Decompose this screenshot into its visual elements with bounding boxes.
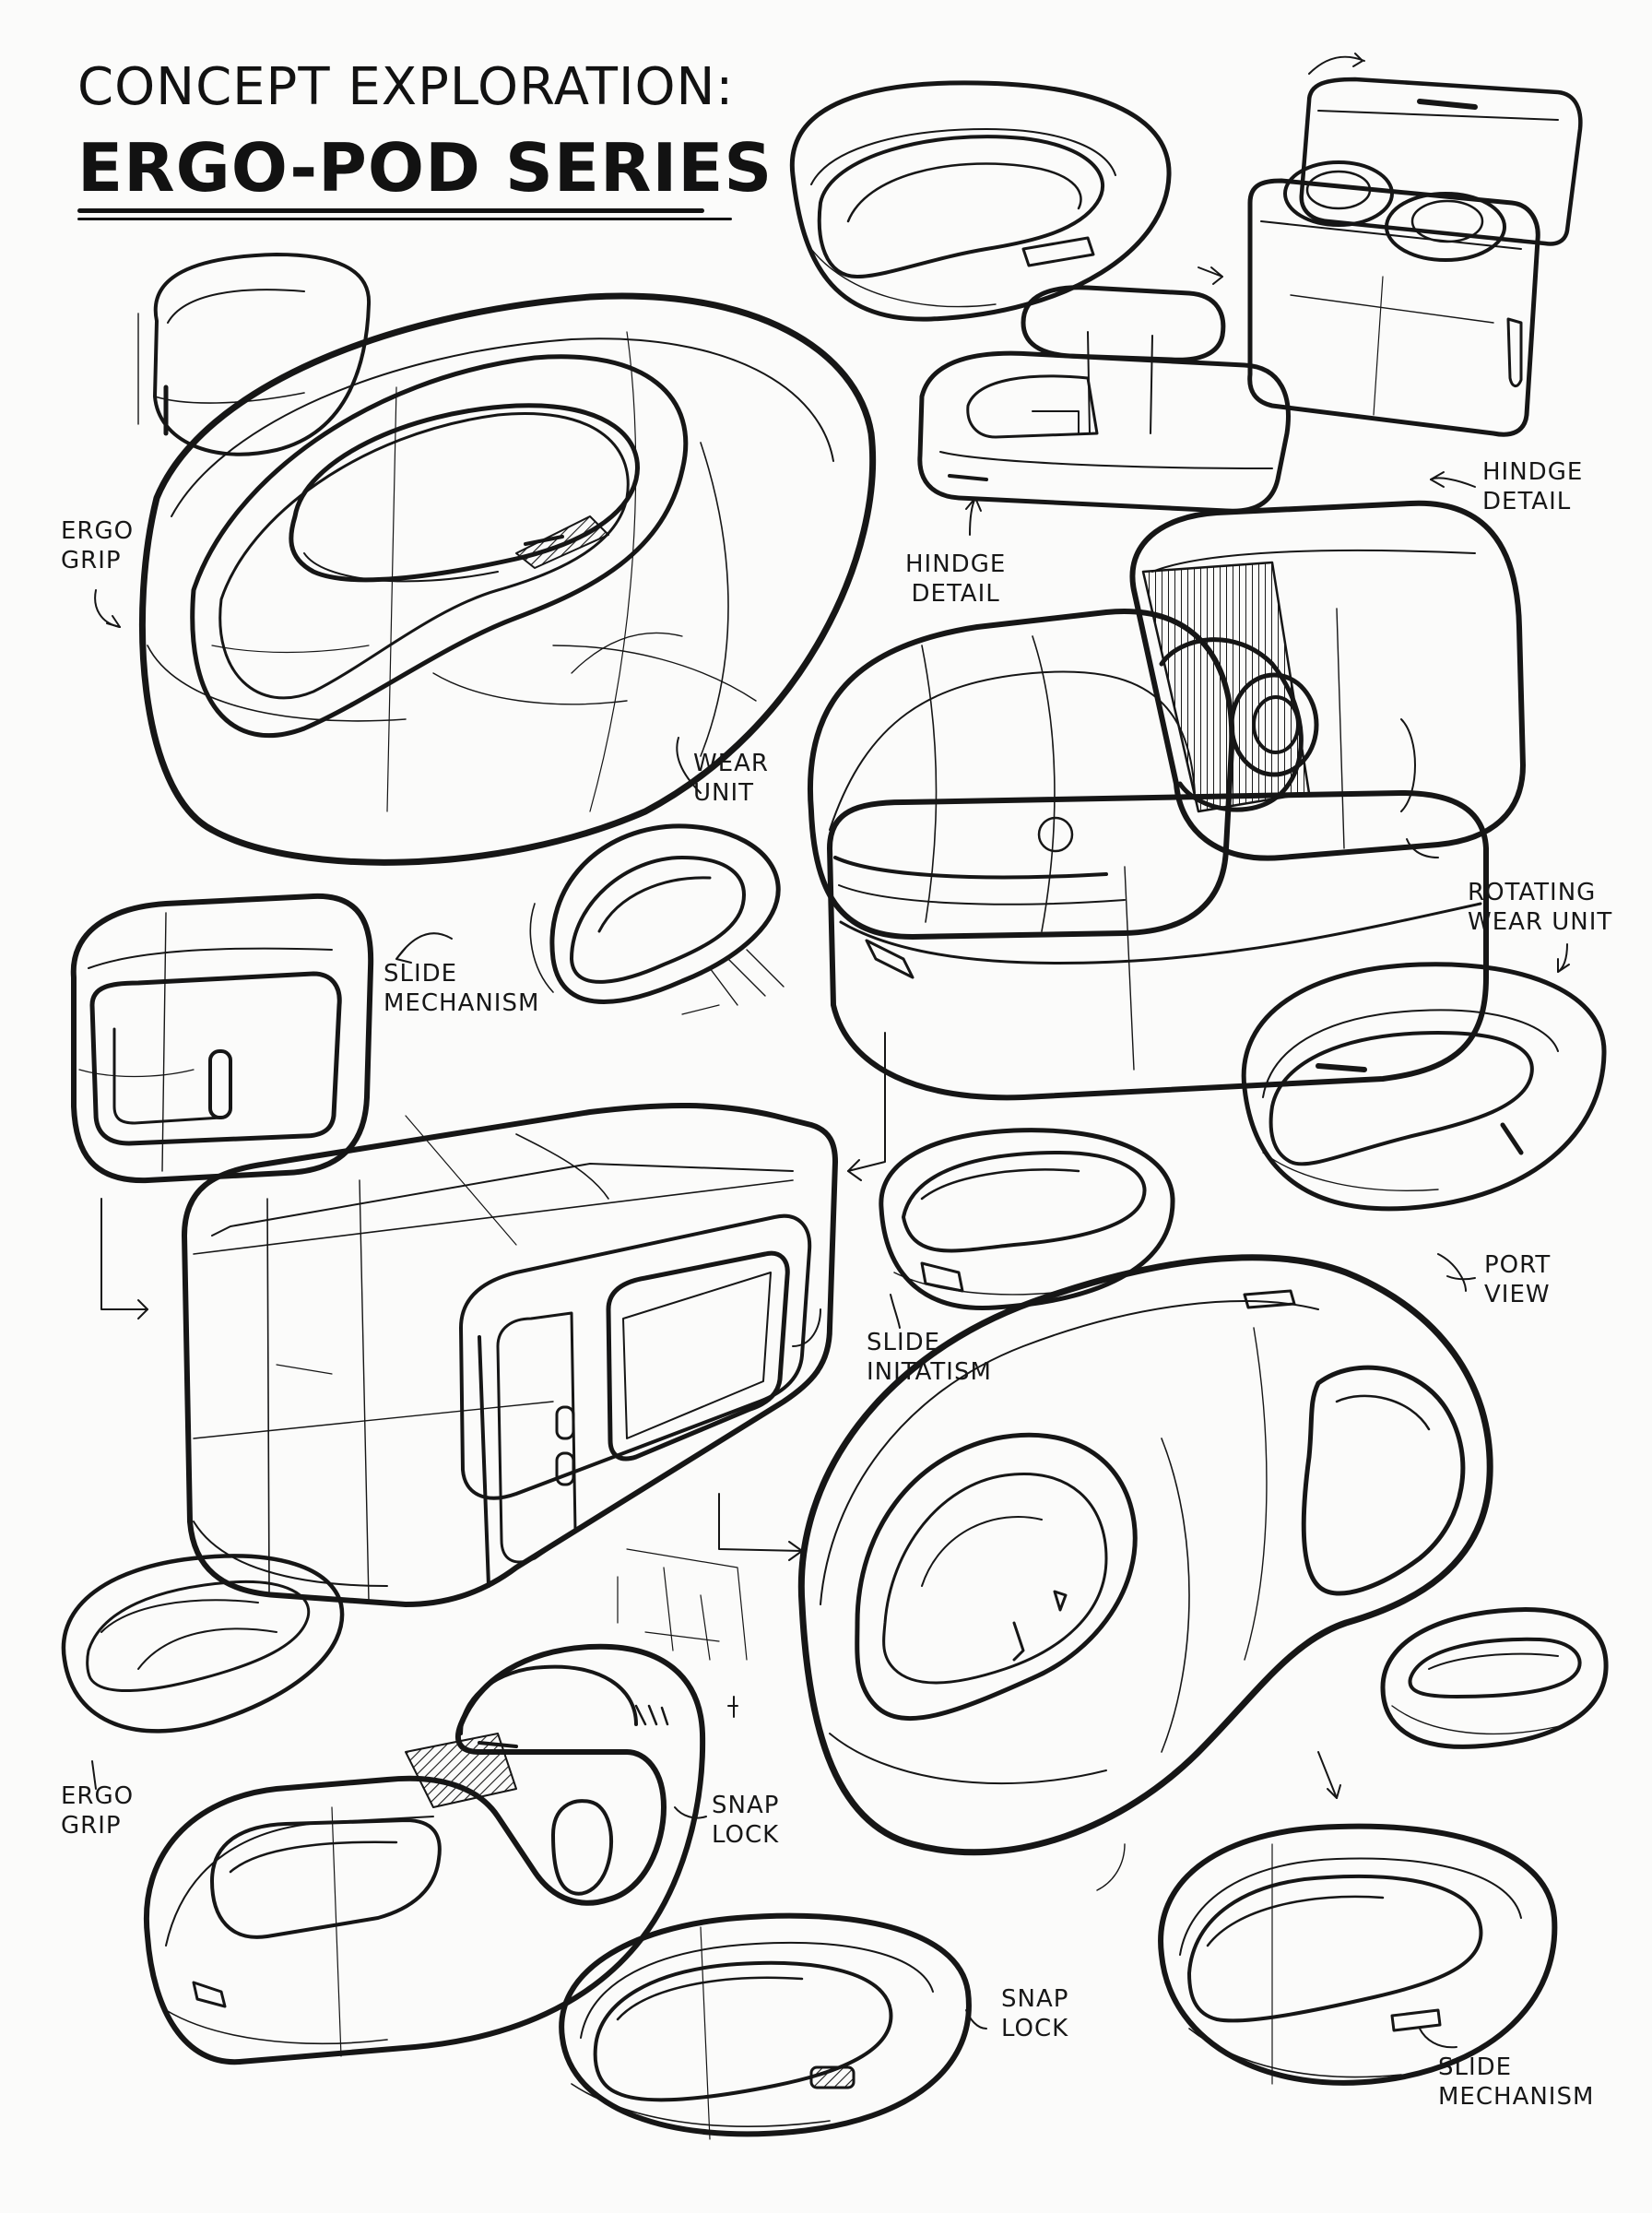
sketch-hinged-box-large xyxy=(808,500,1526,1101)
title-underline-thin xyxy=(77,218,732,220)
sketch-earbud-case-open xyxy=(1247,53,1583,437)
sketch-ergo-pebble-large xyxy=(138,292,877,866)
label-leader-lines xyxy=(94,471,1570,2049)
sketch-small-pebble-slide xyxy=(879,1128,1175,1311)
sketch-small-capsule-top-left xyxy=(137,253,372,456)
sketch-pill-right xyxy=(1380,1607,1609,1749)
sketch-hinge-base xyxy=(917,266,1291,514)
sketch-snap-lock-unit xyxy=(143,1643,738,2065)
sketch-snap-lock-pill xyxy=(559,1912,972,2140)
sketch-slider-unit-left xyxy=(70,893,453,1320)
sketch-figure-eight-pebble xyxy=(617,1253,1493,1891)
sketch-pebble-bottom-left xyxy=(61,1554,345,1790)
sketch-pebble-right-mid xyxy=(1241,962,1607,1212)
sketch-capsule-top-center xyxy=(789,80,1172,322)
page-title-line1: CONCEPT EXPLORATION: xyxy=(77,57,735,117)
sketch-pebble-slide-bottom-right xyxy=(1158,1823,1558,2086)
sketch-box-large xyxy=(182,1032,886,1607)
title-underline-thick xyxy=(77,208,704,213)
sketch-small-pebble-center xyxy=(529,823,785,1015)
page-title-line2: ERGO-POD SERIES xyxy=(77,129,773,207)
